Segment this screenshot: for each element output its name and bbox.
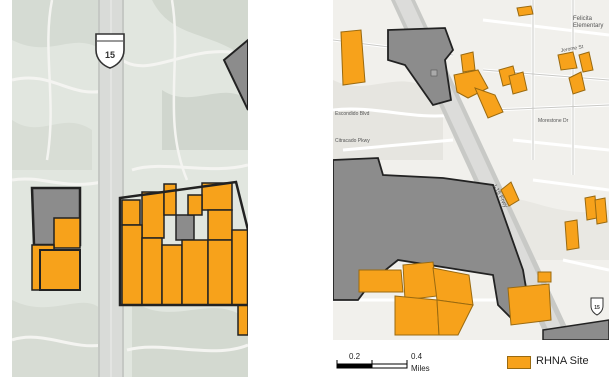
street-label-morestone: Morestone Dr [538, 118, 569, 124]
scale-bar [336, 360, 408, 369]
street-label-jerome: Jerome St [560, 44, 584, 54]
street-label-escondido: Escondido Blvd [335, 111, 370, 117]
scale-unit: Miles [411, 364, 430, 373]
left-site-cluster [30, 186, 82, 291]
right-shield-number: 15 [594, 305, 600, 311]
map-legend: 0.2 0.4 Miles RHNA Site [333, 340, 609, 377]
rhna-swatch-icon [507, 356, 531, 369]
left-map-panel: 15 [12, 0, 248, 377]
left-shield-number: 15 [105, 50, 115, 60]
scale-tick-1: 0.2 [349, 352, 361, 361]
left-map-svg: 15 [12, 0, 248, 377]
right-highway-shield-icon: 15 [590, 297, 604, 316]
scale-tick-2: 0.4 [411, 352, 423, 361]
highway-shield-icon: 15 [95, 33, 125, 69]
right-site-cluster [118, 180, 248, 336]
rhna-legend-label: RHNA Site [536, 355, 589, 367]
street-label-citracado: Citracado Pkwy [335, 138, 370, 144]
